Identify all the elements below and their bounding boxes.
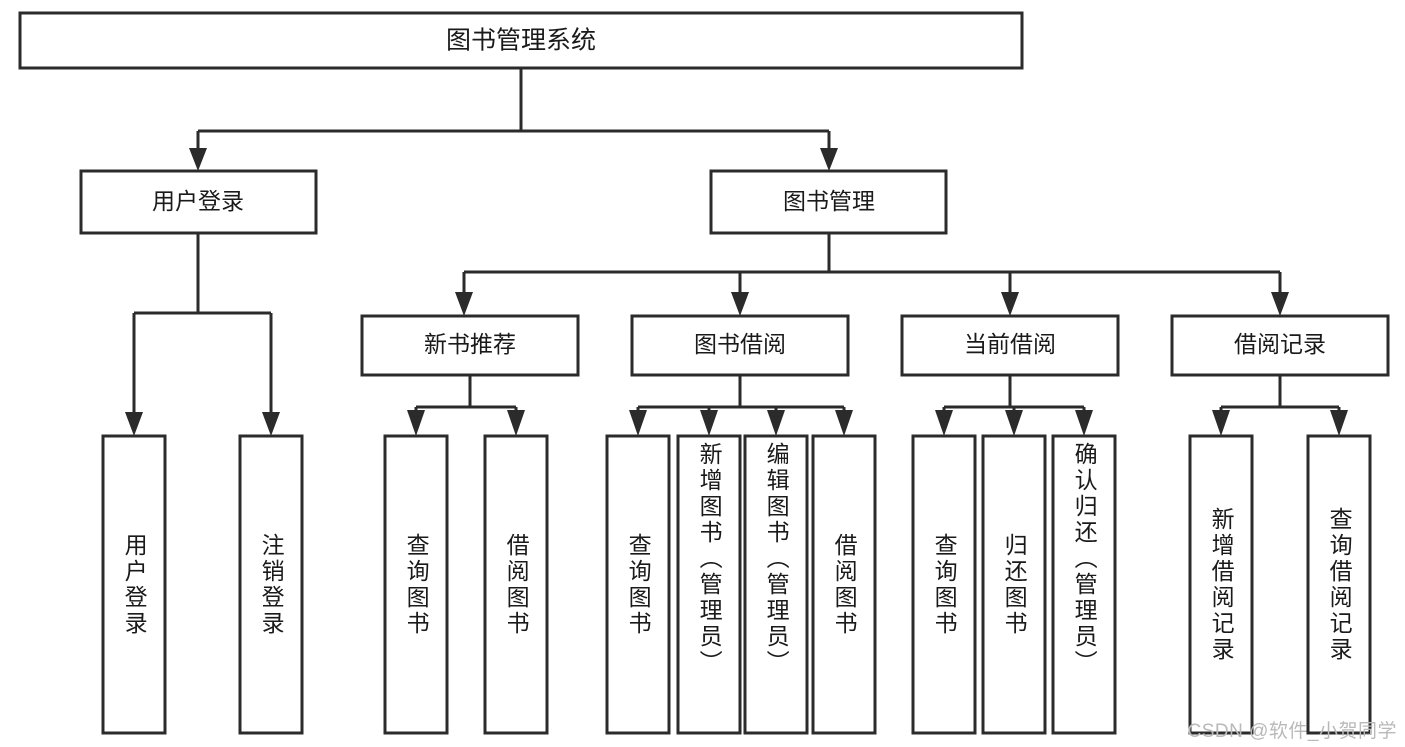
arrowhead-leaf-borrow-book-1 xyxy=(507,410,525,436)
leaf-add-book-rect[interactable] xyxy=(676,434,742,735)
leaf-query-book-2-rect[interactable] xyxy=(605,434,671,735)
arrowhead-leaf-query-book-1 xyxy=(407,410,425,436)
node-root-label: 图书管理系统 xyxy=(446,27,596,55)
node-book-manage-label: 图书管理 xyxy=(783,188,875,214)
leaf-user-logout-rect[interactable] xyxy=(238,434,304,735)
node-borrow-record-rect[interactable] xyxy=(1170,314,1390,377)
leaf-box-group xyxy=(101,434,1372,735)
leaf-borrow-book-2-rect[interactable] xyxy=(811,434,877,735)
node-book-borrow[interactable]: 图书借阅 xyxy=(630,314,850,377)
arrowhead-book-manage xyxy=(820,148,838,171)
leaf-confirm-return-rect[interactable] xyxy=(1051,434,1117,735)
leaf-user-login-rect[interactable] xyxy=(101,434,167,735)
arrowhead-leaf-user-login xyxy=(125,412,143,436)
arrowhead-book-borrow xyxy=(731,292,749,316)
node-user-login-rect[interactable] xyxy=(79,169,318,235)
arrowhead-leaf-add-book xyxy=(700,410,718,436)
watermark-label: CSDN @软件_小贺同学 xyxy=(1187,721,1397,742)
leaf-add-record-rect[interactable] xyxy=(1188,434,1254,735)
leaf-borrow-book-1-rect[interactable] xyxy=(483,434,549,735)
node-borrow-record[interactable]: 借阅记录 xyxy=(1170,314,1390,377)
arrowhead-borrow-record xyxy=(1271,292,1289,316)
arrowhead-leaf-confirm-return xyxy=(1075,410,1093,436)
arrowhead-user-login xyxy=(189,148,207,171)
arrowhead-new-book-recommend xyxy=(455,292,473,316)
arrowhead-leaf-return-book xyxy=(1005,410,1023,436)
node-root[interactable]: 图书管理系统 xyxy=(18,11,1024,70)
leaf-query-book-3-rect[interactable] xyxy=(911,434,977,735)
node-user-login[interactable]: 用户登录 xyxy=(79,169,318,235)
node-book-manage[interactable]: 图书管理 xyxy=(709,169,948,235)
node-book-borrow-rect[interactable] xyxy=(630,314,850,377)
arrowhead-leaf-query-record xyxy=(1330,410,1348,436)
connector-group xyxy=(125,68,1348,436)
node-current-borrow[interactable]: 当前借阅 xyxy=(900,314,1120,377)
leaf-query-record-rect[interactable] xyxy=(1306,434,1372,735)
node-current-borrow-rect[interactable] xyxy=(900,314,1120,377)
node-borrow-record-label: 借阅记录 xyxy=(1234,331,1326,357)
arrowhead-leaf-user-logout xyxy=(262,412,280,436)
arrowhead-leaf-edit-book xyxy=(767,410,785,436)
node-new-book-recommend[interactable]: 新书推荐 xyxy=(360,314,580,377)
arrowhead-leaf-query-book-2 xyxy=(629,410,647,436)
node-new-book-recommend-label: 新书推荐 xyxy=(424,331,516,357)
node-current-borrow-label: 当前借阅 xyxy=(964,331,1056,357)
node-root-rect[interactable] xyxy=(18,11,1024,70)
node-book-manage-rect[interactable] xyxy=(709,169,948,235)
arrowhead-current-borrow xyxy=(1001,292,1019,316)
node-book-borrow-label: 图书借阅 xyxy=(694,331,786,357)
leaf-edit-book-rect[interactable] xyxy=(743,434,809,735)
node-new-book-recommend-rect[interactable] xyxy=(360,314,580,377)
node-user-login-label: 用户登录 xyxy=(152,188,244,214)
leaf-query-book-1-rect[interactable] xyxy=(383,434,449,735)
arrowhead-leaf-add-record xyxy=(1212,410,1230,436)
arrowhead-leaf-borrow-book-2 xyxy=(835,410,853,436)
leaf-return-book-rect[interactable] xyxy=(981,434,1047,735)
arrowhead-leaf-query-book-3 xyxy=(935,410,953,436)
